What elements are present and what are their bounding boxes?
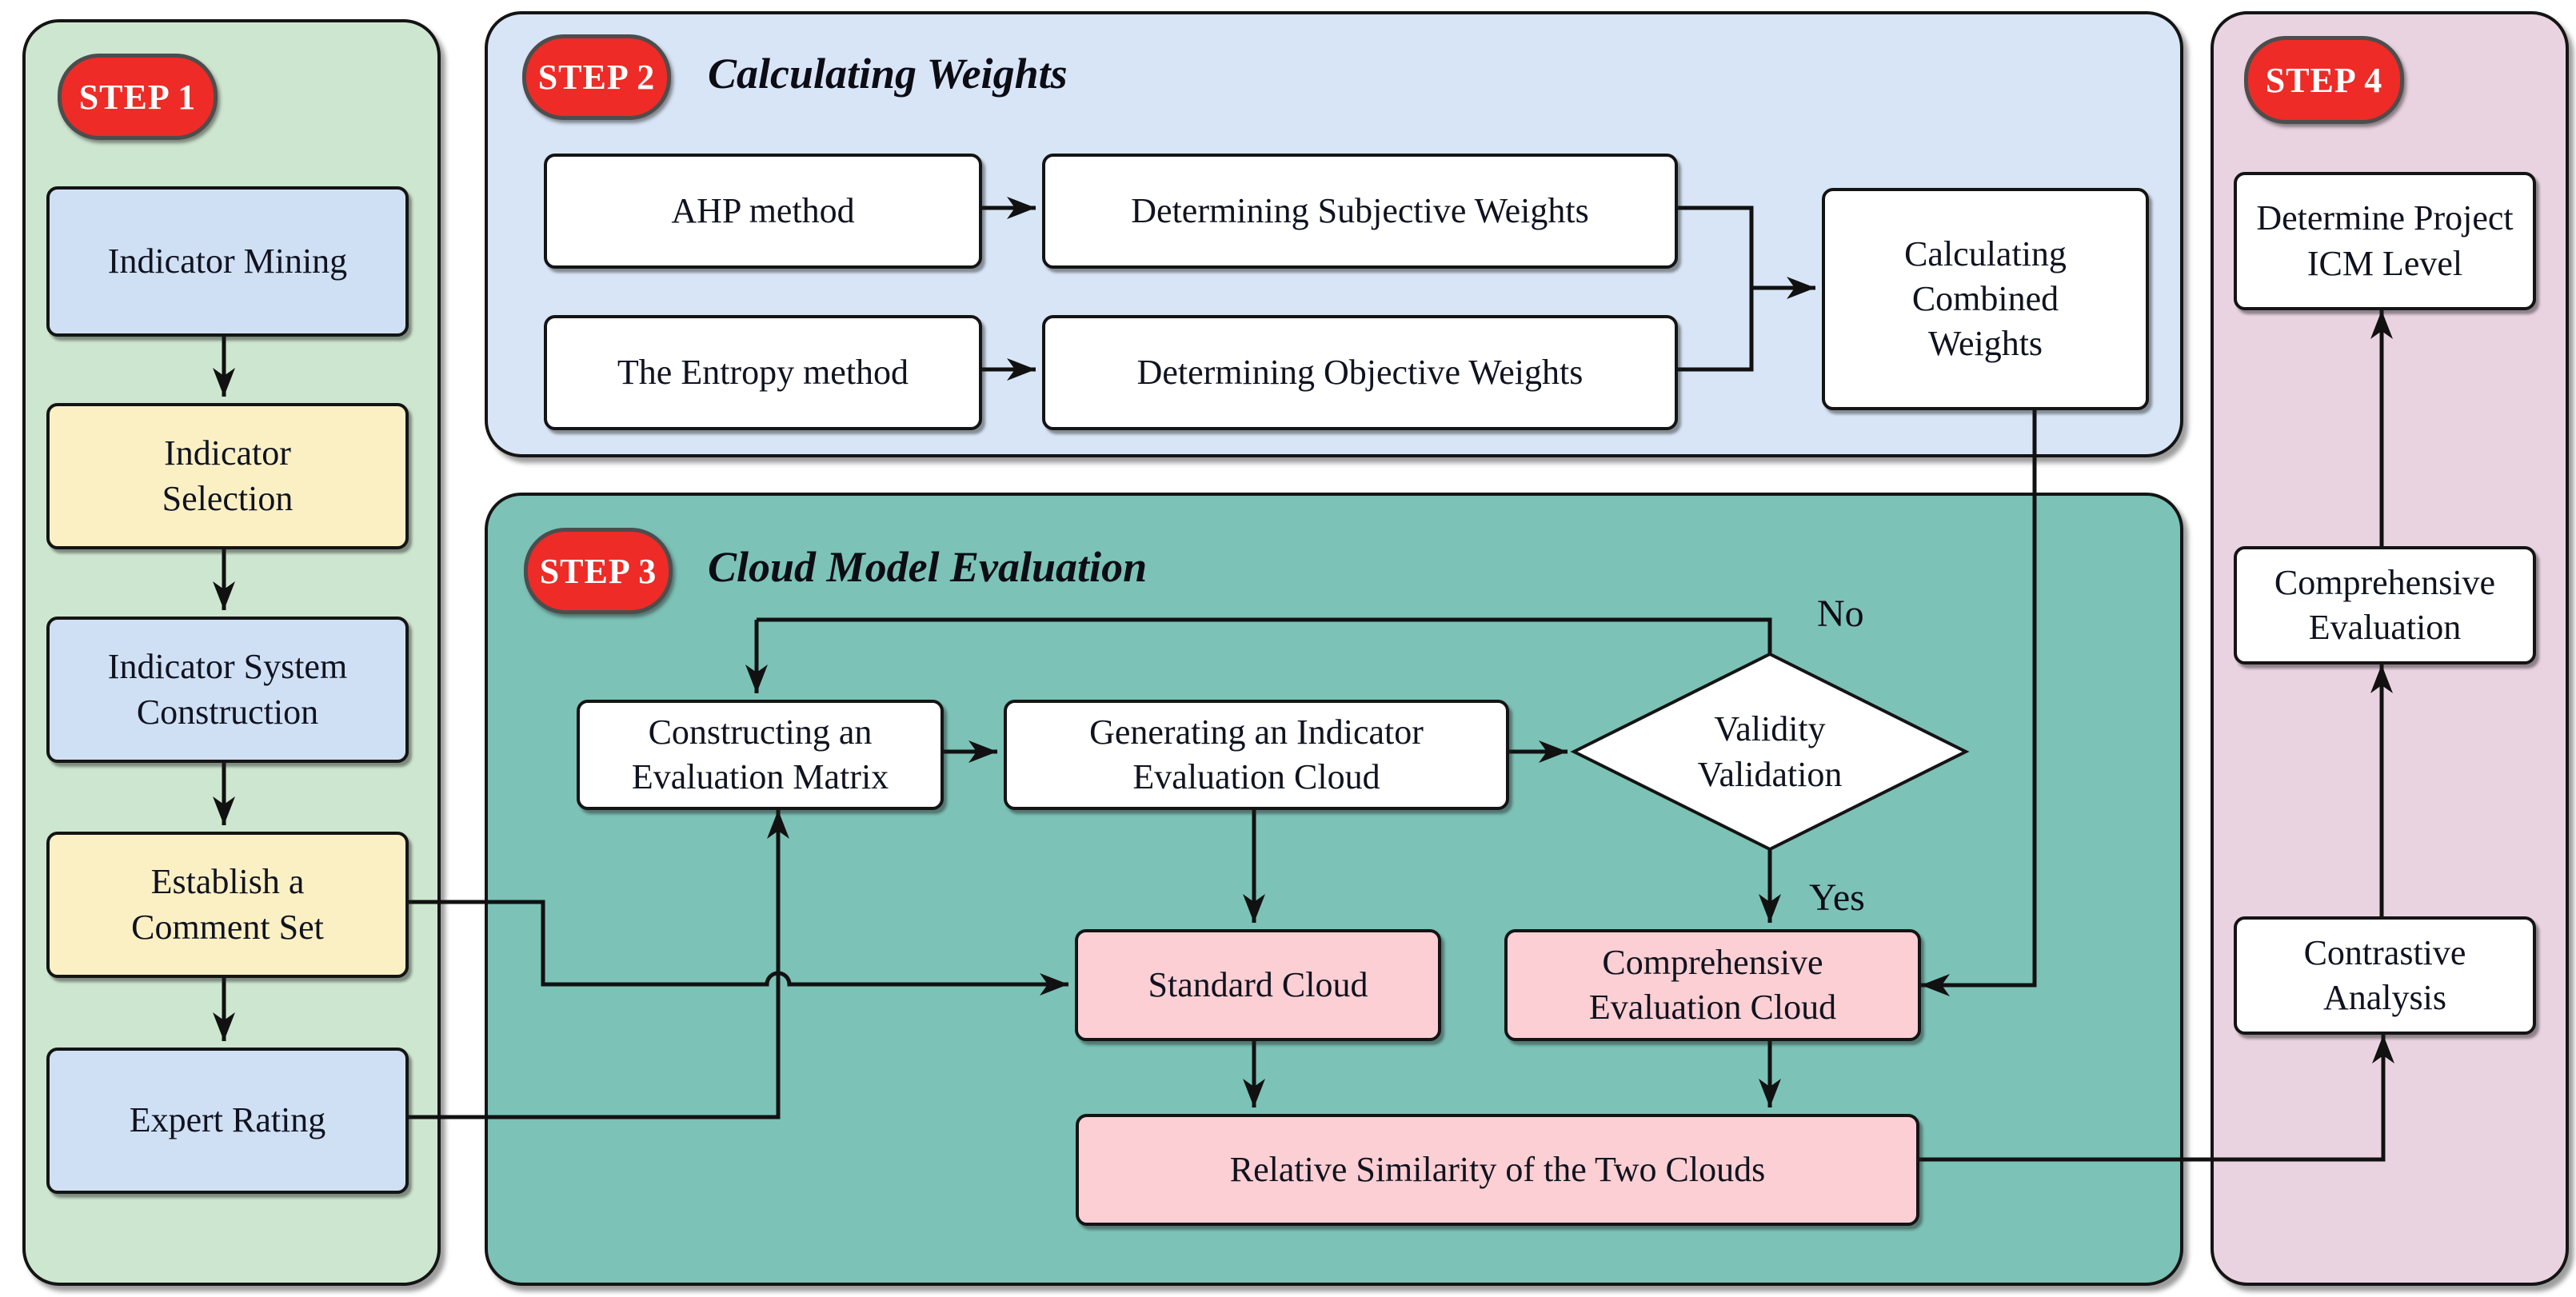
validity-validation-label: Validity Validation — [1697, 708, 1843, 794]
node-indicator-mining: Indicator Mining — [46, 186, 409, 337]
node-contrastive-analysis: Contrastive Analysis — [2234, 916, 2536, 1035]
arrow-comment-standard — [402, 900, 1068, 996]
node-relative-similarity: Relative Similarity of the Two Clouds — [1076, 1114, 1919, 1226]
node-calculating-combined-weights: Calculating Combined Weights — [1822, 188, 2149, 410]
node-comprehensive-evaluation: Comprehensive Evaluation — [2234, 546, 2536, 664]
step2-title: Calculating Weights — [708, 49, 1068, 98]
no-label: No — [1817, 593, 1864, 635]
node-determining-objective-weights: Determining Objective Weights — [1042, 315, 1678, 430]
validity-diamond — [1570, 652, 1970, 852]
arrow-expert-constructing — [402, 810, 789, 1119]
step3-title: Cloud Model Evaluation — [708, 543, 1148, 591]
step1-badge: STEP 1 — [58, 54, 218, 140]
node-expert-rating: Expert Rating — [46, 1048, 409, 1194]
line-merge-weights — [1671, 206, 1754, 372]
yes-label: Yes — [1809, 876, 1865, 919]
node-ahp-method: AHP method — [544, 154, 982, 269]
arrow-combined-compcloud — [1921, 404, 2037, 996]
node-standard-cloud: Standard Cloud — [1075, 929, 1441, 1041]
node-determining-subjective-weights: Determining Subjective Weights — [1042, 154, 1678, 269]
node-indicator-selection: Indicator Selection — [46, 403, 409, 549]
node-constructing-evaluation-matrix: Constructing an Evaluation Matrix — [577, 700, 944, 810]
node-determine-project-icm-level: Determine Project ICM Level — [2234, 172, 2536, 310]
arrow-relative-contrastive — [1913, 1035, 2394, 1162]
node-establish-comment-set: Establish a Comment Set — [46, 832, 409, 978]
step4-badge: STEP 4 — [2244, 36, 2404, 124]
node-entropy-method: The Entropy method — [544, 315, 982, 430]
line-no-loop — [757, 617, 1772, 654]
node-comprehensive-evaluation-cloud: Comprehensive Evaluation Cloud — [1504, 929, 1921, 1041]
step3-badge: STEP 3 — [524, 528, 673, 614]
node-indicator-system-construction: Indicator System Construction — [46, 617, 409, 763]
step2-badge: STEP 2 — [522, 34, 671, 120]
node-generating-indicator-evaluation-cloud: Generating an Indicator Evaluation Cloud — [1004, 700, 1509, 810]
